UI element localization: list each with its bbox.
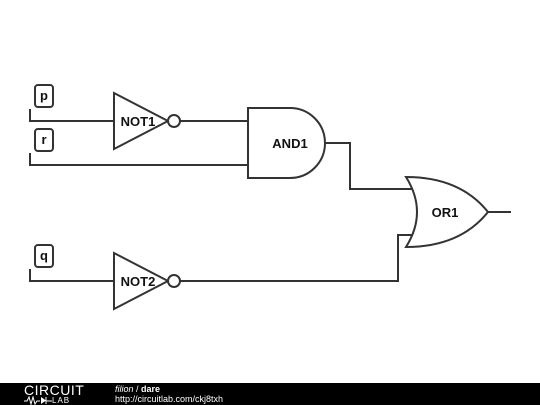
- input-q[interactable]: q: [34, 244, 54, 268]
- not1-triangle: [113, 91, 171, 151]
- and1-body: [247, 107, 326, 179]
- gate-or1[interactable]: OR1: [404, 175, 490, 249]
- or1-label: OR1: [432, 205, 459, 220]
- circuit-title[interactable]: dare: [141, 384, 161, 394]
- input-p[interactable]: p: [34, 84, 54, 108]
- author-name[interactable]: filion: [115, 384, 134, 394]
- wire-r-to-and1: [29, 153, 248, 166]
- circuit-meta: filion / dare http://circuitlab.com/ckj8…: [115, 384, 223, 404]
- input-p-label: p: [40, 88, 48, 103]
- not2-label: NOT2: [121, 274, 156, 289]
- wire-and1-to-or1: [325, 142, 412, 190]
- logo-text-lab: LAB: [52, 396, 71, 405]
- circuit-url[interactable]: http://circuitlab.com/ckj8txh: [115, 394, 224, 404]
- schematic-diagram: p r q NOT1 NOT2 AND1 OR1: [29, 84, 511, 311]
- gate-not2[interactable]: NOT2: [113, 251, 181, 311]
- input-p-box: [34, 84, 54, 108]
- or1-body: [404, 175, 490, 249]
- circuitlab-logo[interactable]: CIRCUIT LAB: [24, 383, 104, 405]
- not1-label: NOT1: [121, 114, 156, 129]
- input-r-label: r: [41, 132, 46, 147]
- gate-not1[interactable]: NOT1: [113, 91, 181, 151]
- schematic-canvas: p r q NOT1 NOT2 AND1 OR1: [29, 84, 511, 311]
- wire-p-to-not1: [29, 109, 114, 122]
- wires: [29, 109, 511, 282]
- and1-label: AND1: [272, 136, 307, 151]
- not2-bubble: [167, 274, 181, 288]
- input-r[interactable]: r: [34, 128, 54, 152]
- input-r-box: [34, 128, 54, 152]
- gate-and1[interactable]: AND1: [247, 107, 326, 179]
- wire-not2-to-or1: [180, 234, 412, 282]
- resistor-diode-icon: [24, 396, 52, 405]
- meta-separator: /: [133, 384, 142, 394]
- footer-bar: CIRCUIT LAB filion / dare http://circuit…: [0, 383, 540, 405]
- input-q-label: q: [40, 248, 48, 263]
- not2-triangle: [113, 251, 171, 311]
- logo-text-circuit: CIRCUIT: [24, 382, 85, 398]
- input-q-box: [34, 244, 54, 268]
- not1-bubble: [167, 114, 181, 128]
- wire-q-to-not2: [29, 269, 114, 282]
